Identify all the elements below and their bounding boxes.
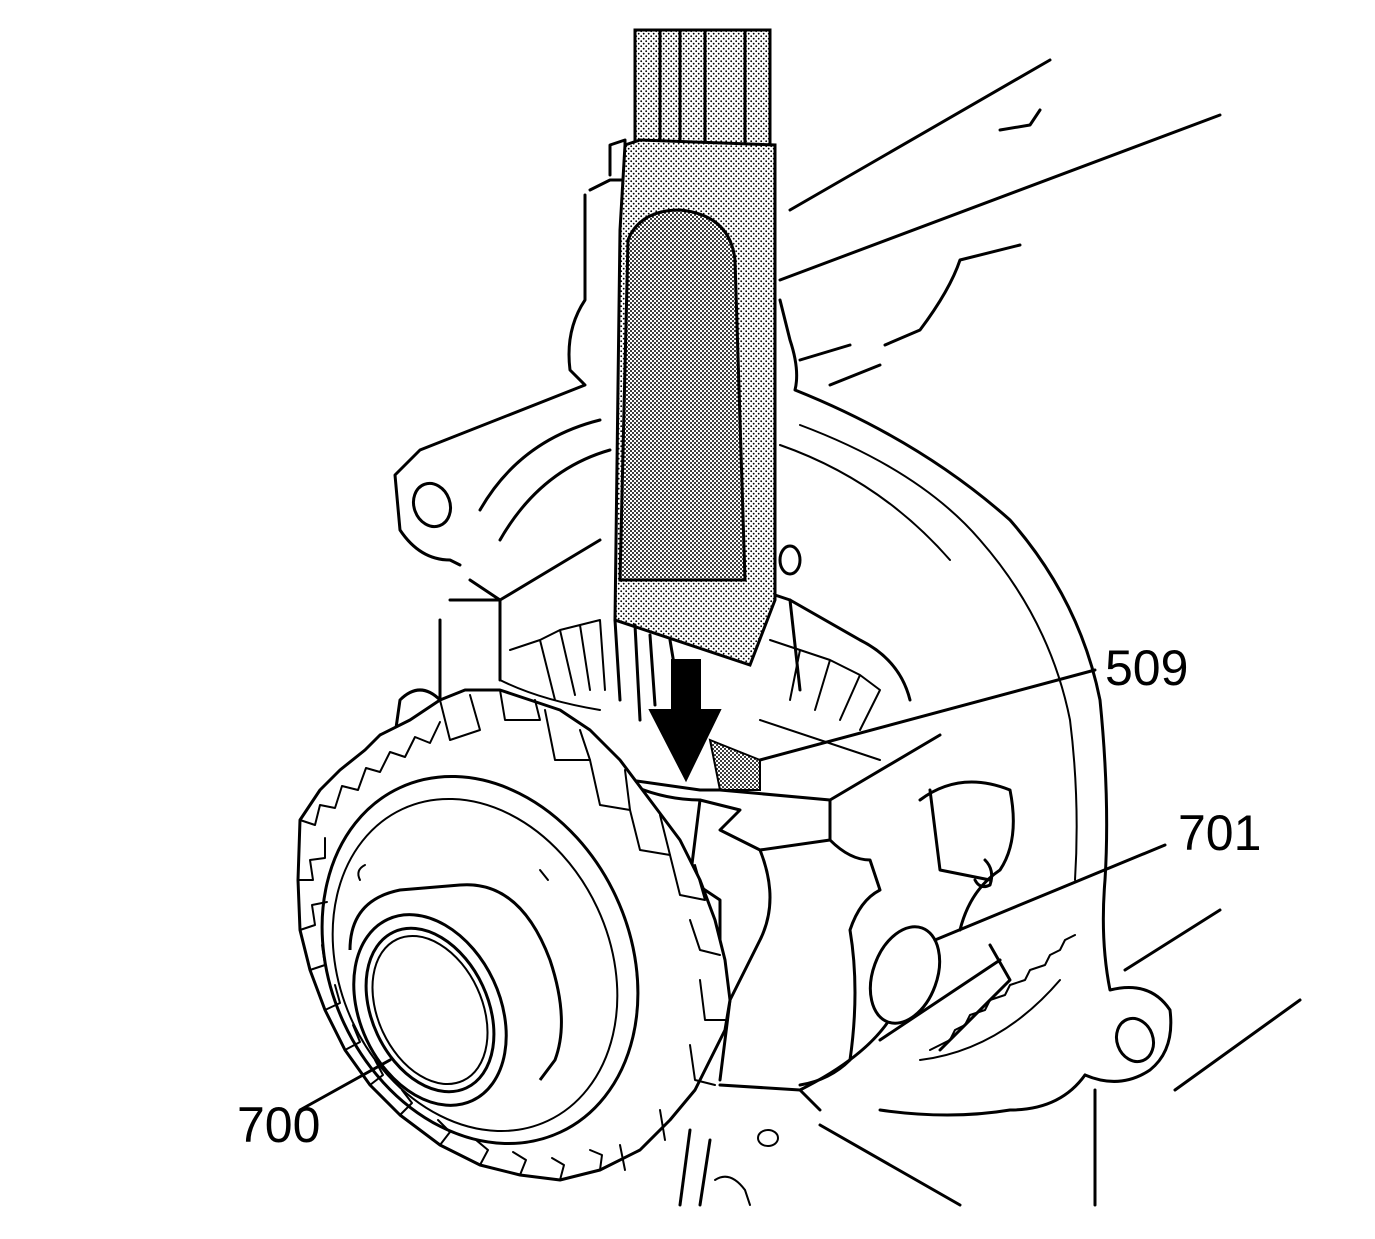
leader-lines [298,668,1167,1112]
output-gear [296,688,732,1182]
callout-509: 509 [1105,640,1188,696]
differential-case [618,778,1076,1112]
differential-carrier [393,418,942,842]
arrow-down-icon [648,659,722,783]
callout-701: 701 [1178,805,1261,861]
callout-700: 700 [237,1097,320,1153]
pry-tool [613,28,777,722]
